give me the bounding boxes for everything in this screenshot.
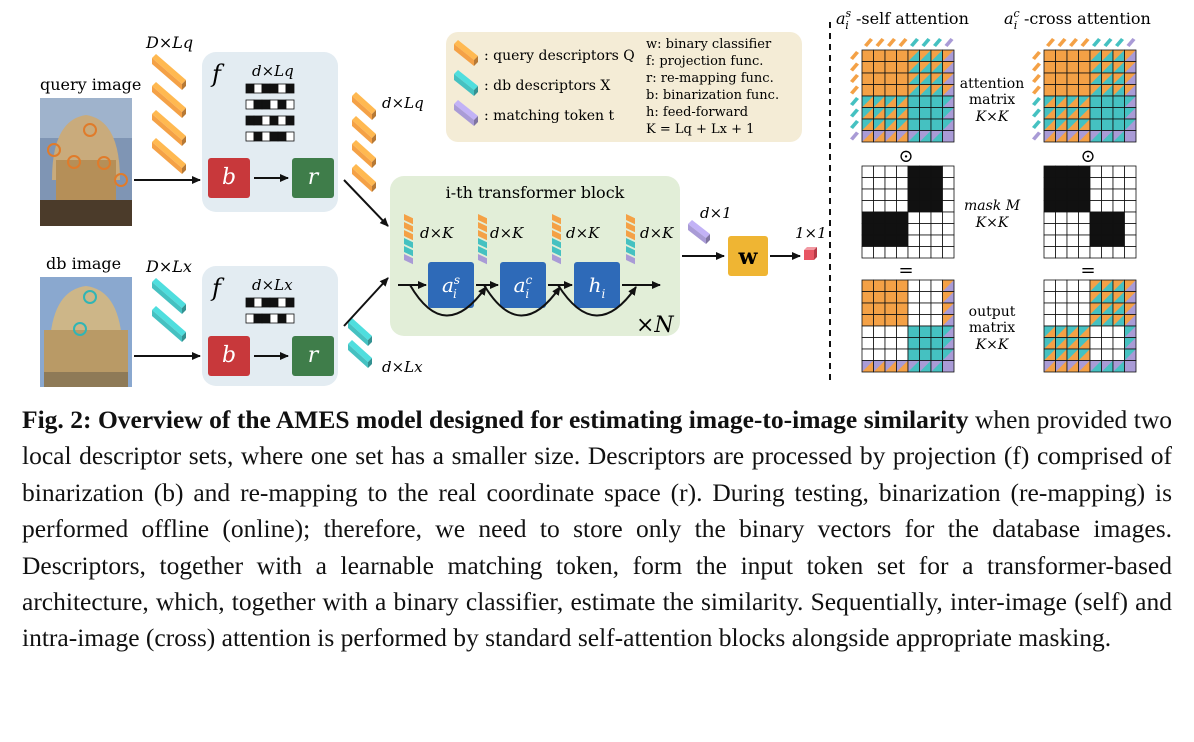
db-image: db image [40,254,132,387]
query-image-label: query image [40,75,141,94]
attention-matrix-l2: matrix [969,92,1015,108]
legend-f: f: projection func. [646,54,763,69]
cross-mask-matrix [1043,165,1137,259]
block-dim-4: d×K [640,224,674,242]
db-descriptor [152,306,186,342]
caption-fig-label: Fig. 2: [22,405,92,434]
feed-forward-box [574,262,620,308]
db-descriptor-stack [152,278,186,342]
matching-token-output-bar [688,220,710,244]
query-descriptor [152,138,186,174]
odot-cross: ⊙ [1080,146,1095,167]
db-projection-box: f d×Lx b r [202,266,338,386]
db-binarize-box [208,336,250,376]
query-binarize-box [208,158,250,198]
caption-text: when provided two local descriptor sets,… [22,405,1173,653]
block-dim-3: d×K [566,224,600,242]
self-attention-box [428,262,474,308]
db-input-dim: D×Lx [145,257,192,276]
db-projected-descriptor [348,340,372,368]
svg-text:asi: asi [836,7,852,32]
legend-b: b: binarization func. [646,88,779,103]
query-remap-box [292,158,334,198]
cross-attention-matrix [1043,49,1137,143]
svg-text:aci: aci [514,273,533,301]
legend-db-icon [454,70,478,96]
svg-text:hi: hi [589,273,606,301]
db-image-label: db image [46,254,121,273]
legend-query: : query descriptors Q [484,48,635,64]
db-proj-dim: d×Lx [252,276,293,294]
legend-r: r: re-mapping func. [646,71,774,86]
transformer-title: i-th transformer block [446,183,625,202]
self-output-matrix [861,279,955,373]
block-dim-1: d×K [420,224,454,242]
query-projected-stack [352,92,376,192]
query-projected-descriptor [352,164,376,192]
query-binarize-label: b [222,165,236,190]
query-remap-label: r [308,165,320,190]
legend-db: : db descriptors X [484,78,610,94]
transformer-block: i-th transformer block d×K d×K d×K d×K a… [390,176,680,338]
attention-matrix-l3: K×K [975,109,1010,125]
score-cube [804,247,817,260]
equals-cross: = [1080,260,1095,281]
svg-text:asi: asi [442,273,460,301]
score-dim: 1×1 [795,224,827,242]
db-binary-codes [245,297,295,324]
ames-overview-figure: query image db image D×Lq D×Lx f d×Lq b [40,7,1151,387]
mask-label-l1: mask M [964,198,1021,214]
classifier-box [728,236,768,276]
db-descriptor [152,278,186,314]
self-attention-matrix [861,49,955,143]
db-binarize-label: b [222,343,236,368]
query-projected-descriptor [352,92,376,120]
legend: : query descriptors Q : db descriptors X… [446,32,802,142]
query-projection-box: f d×Lq b r [202,52,338,212]
legend-query-icon [454,40,478,66]
self-attention-title: -self attention [856,9,969,28]
cross-output-matrix [1043,279,1137,373]
query-image: query image [40,75,141,226]
figure-caption: Fig. 2: Overview of the AMES model desig… [22,402,1172,657]
db-output-dim: d×Lx [382,358,423,376]
self-mask-matrix [861,165,955,259]
db-projected-stack [348,318,372,368]
db-remap-label: r [308,343,320,368]
query-proj-dim: d×Lq [252,62,294,80]
legend-w: w: binary classifier [646,37,772,52]
output-matrix-l3: K×K [975,337,1010,353]
legend-k: K = Lq + Lx + 1 [646,122,754,137]
classifier-label: w [738,244,759,270]
matching-token-output [688,220,710,244]
output-matrix-l1: output [969,304,1016,320]
legend-h: h: feed-forward [646,105,748,120]
db-remap-box [292,336,334,376]
query-binary-codes [245,83,295,142]
caption-title: Overview of the AMES model designed for … [97,405,969,434]
query-projected-descriptor [352,140,376,168]
odot-self: ⊙ [898,146,913,167]
attention-matrix-l1: attention [960,76,1024,92]
legend-token-icon [454,100,478,126]
db-projected-descriptor [348,318,372,346]
equals-self: = [898,260,913,281]
query-output-dim: d×Lq [382,94,424,112]
query-input-dim: D×Lq [145,33,193,52]
query-projected-descriptor [352,116,376,144]
svg-text:aci: aci [1004,7,1020,32]
token-dim: d×1 [700,204,732,222]
mask-label-l2: K×K [975,215,1010,231]
output-matrix-l2: matrix [969,320,1015,336]
query-descriptor-stack [152,54,186,174]
query-descriptor [152,54,186,90]
query-descriptor [152,82,186,118]
query-descriptor [152,110,186,146]
legend-token: : matching token t [484,108,614,124]
cross-attention-title: -cross attention [1024,9,1151,28]
block-dim-2: d×K [490,224,524,242]
cross-attention-box [500,262,546,308]
repeat-n: ×N [636,313,674,338]
